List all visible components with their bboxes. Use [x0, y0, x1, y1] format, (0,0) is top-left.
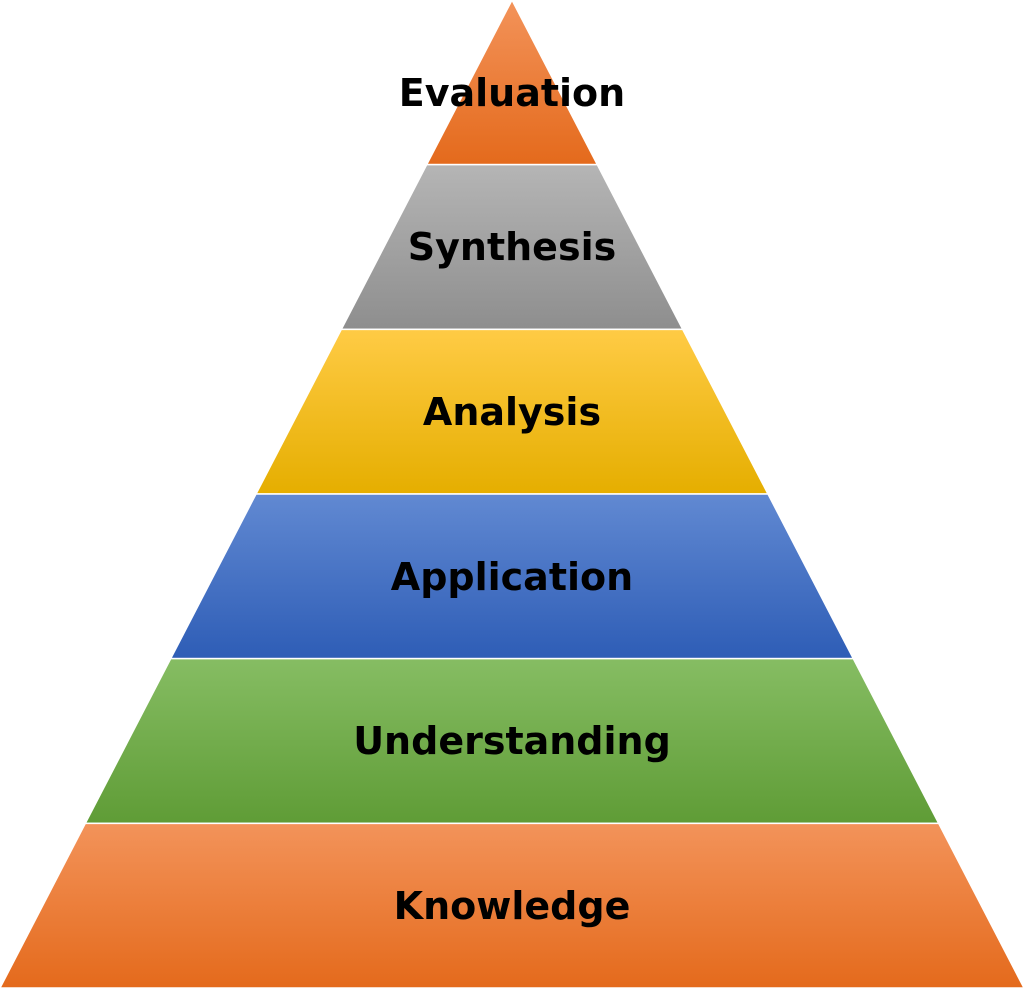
level-label-evaluation: Evaluation	[399, 71, 625, 115]
level-label-knowledge: Knowledge	[394, 884, 631, 928]
pyramid-level-knowledge	[0, 822, 1024, 988]
level-label-synthesis: Synthesis	[408, 225, 616, 269]
level-label-application: Application	[391, 555, 633, 599]
level-label-analysis: Analysis	[423, 390, 601, 434]
level-label-understanding: Understanding	[353, 719, 671, 763]
